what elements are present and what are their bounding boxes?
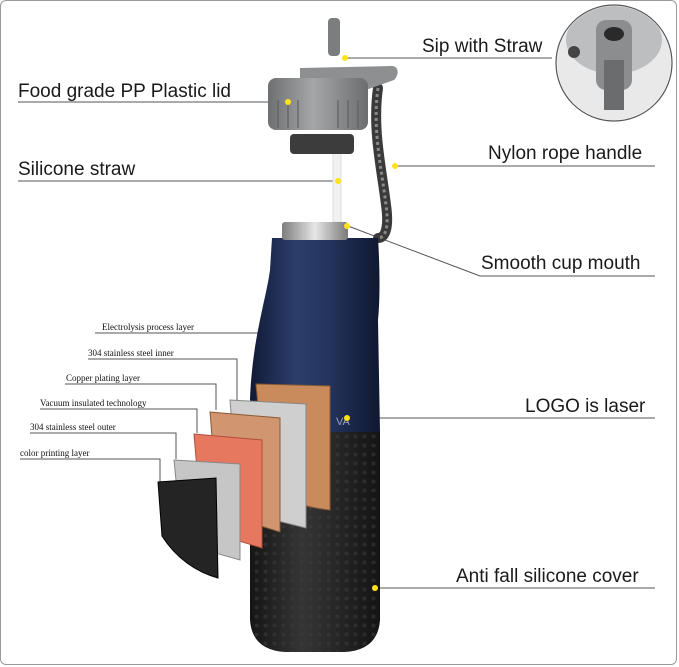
label-anti-fall-cover: Anti fall silicone cover: [456, 566, 639, 587]
layer-label-inner-steel: 304 stainless steel inner: [88, 348, 174, 358]
layer-label-electrolysis: Electrolysis process layer: [102, 322, 194, 332]
label-logo-laser: LOGO is laser: [525, 396, 646, 417]
rope-weave: [374, 87, 389, 240]
lid-seal: [290, 134, 354, 154]
label-sip-with-straw: Sip with Straw: [422, 36, 543, 57]
label-nylon-rope-handle: Nylon rope handle: [488, 143, 643, 164]
layer-label-color-printing: color printing layer: [20, 448, 90, 458]
layer-label-vacuum: Vacuum insulated technology: [40, 398, 147, 408]
layer-color-printing: [157, 477, 219, 579]
label-smooth-cup-mouth: Smooth cup mouth: [481, 253, 641, 274]
marker-dots: [285, 55, 398, 591]
label-lid: Food grade PP Plastic lid: [18, 81, 231, 102]
bottle-body: [250, 238, 380, 432]
layer-label-outer-steel: 304 stainless steel outer: [30, 422, 116, 432]
food-grade-lid: [268, 78, 368, 130]
layer-label-copper: Copper plating layer: [66, 373, 140, 383]
label-silicone-straw: Silicone straw: [18, 159, 136, 180]
nylon-rope: [371, 83, 393, 243]
straw-tip: [328, 18, 340, 56]
cup-mouth: [282, 222, 348, 240]
